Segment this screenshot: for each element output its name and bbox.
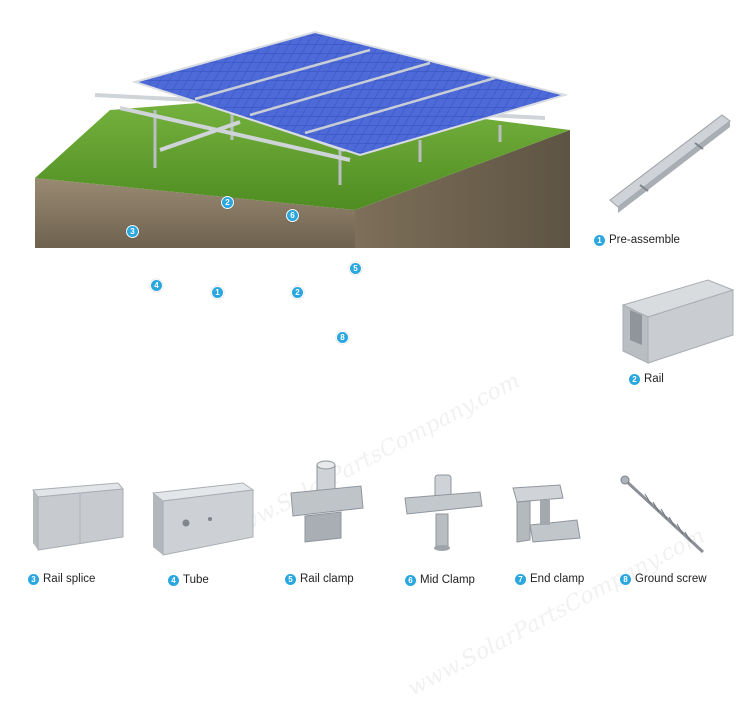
number-badge: 7 xyxy=(515,573,526,585)
part-label-rail-splice: 3 Rail splice xyxy=(28,573,95,585)
rail-splice-image xyxy=(32,482,124,551)
part-label-text: Ground screw xyxy=(635,573,707,585)
part-label-tube: 4 Tube xyxy=(168,574,209,586)
callout-badge: 8 xyxy=(336,331,349,344)
part-label-text: Pre-assemble xyxy=(609,234,680,246)
end-clamp-image xyxy=(512,484,581,543)
number-badge: 2 xyxy=(629,373,640,385)
callout-badge: 3 xyxy=(126,225,139,238)
callout-badge: 1 xyxy=(211,286,224,299)
ground-screw-image xyxy=(620,475,705,554)
callout-badge: 2 xyxy=(221,196,234,209)
part-label-rail: 2 Rail xyxy=(629,373,664,385)
part-label-ground-screw: 8 Ground screw xyxy=(620,573,707,585)
soil-front xyxy=(35,178,355,248)
callout-badge: 5 xyxy=(349,262,362,275)
part-label-text: Rail xyxy=(644,373,664,385)
part-label-text: Tube xyxy=(183,574,209,586)
rail-image xyxy=(621,279,735,364)
number-badge: 6 xyxy=(405,574,416,586)
number-badge: 5 xyxy=(285,573,296,585)
part-label-mid-clamp: 6 Mid Clamp xyxy=(405,574,475,586)
part-label-text: Rail splice xyxy=(43,573,96,585)
part-label-text: Mid Clamp xyxy=(420,574,475,586)
part-label-rail-clamp: 5 Rail clamp xyxy=(285,573,354,585)
number-badge: 4 xyxy=(168,574,179,586)
part-label-pre-assemble: 1 Pre-assemble xyxy=(594,234,680,246)
part-label-text: End clamp xyxy=(530,573,585,585)
number-badge: 3 xyxy=(28,573,39,585)
solar-array-illustration xyxy=(35,30,570,248)
part-label-text: Rail clamp xyxy=(300,573,354,585)
rail-clamp-image xyxy=(290,460,364,543)
callout-badge: 4 xyxy=(150,279,163,292)
part-label-end-clamp: 7 End clamp xyxy=(515,573,584,585)
tube-image xyxy=(151,482,255,556)
callout-badge: 2 xyxy=(291,286,304,299)
mid-clamp-image xyxy=(404,474,483,551)
number-badge: 1 xyxy=(594,234,605,246)
solar-panels xyxy=(131,30,569,157)
number-badge: 8 xyxy=(620,573,631,585)
soil-right xyxy=(355,130,570,248)
callout-badge: 6 xyxy=(286,209,299,222)
pre-assemble-image xyxy=(609,114,731,213)
